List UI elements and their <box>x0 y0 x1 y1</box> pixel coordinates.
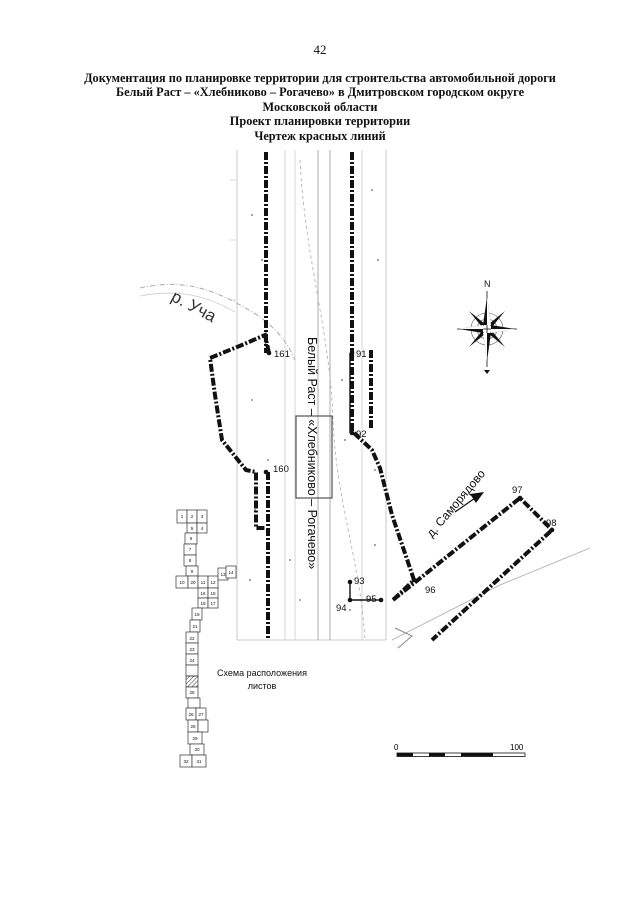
svg-text:10: 10 <box>179 580 185 585</box>
svg-text:30: 30 <box>194 747 200 752</box>
point-marker-91 <box>349 350 355 356</box>
svg-text:19: 19 <box>194 612 200 617</box>
point-label-96: 96 <box>425 585 436 596</box>
point-marker-93 <box>347 579 353 585</box>
point-label-91: 91 <box>356 349 367 360</box>
north-label: N <box>484 279 491 289</box>
point-label-94: 94 <box>336 603 347 614</box>
scale-start: 0 <box>394 743 399 752</box>
svg-text:3: 3 <box>201 514 204 519</box>
svg-text:6: 6 <box>190 536 193 541</box>
svg-text:20: 20 <box>190 580 196 585</box>
svg-text:8: 8 <box>189 558 192 563</box>
svg-text:26: 26 <box>188 712 194 717</box>
point-marker-161 <box>266 350 272 356</box>
document-title: Документация по планировке территории дл… <box>60 71 580 143</box>
village-label: д. Саморядово <box>424 467 489 540</box>
river-line <box>139 283 296 361</box>
point-marker-94 <box>347 597 353 603</box>
svg-text:25: 25 <box>189 690 195 695</box>
point-label-97: 97 <box>512 485 523 496</box>
sheet-scheme-caption-line-2: листов <box>248 681 277 691</box>
point-label-160: 160 <box>273 464 289 475</box>
svg-text:17: 17 <box>210 601 216 606</box>
svg-text:14: 14 <box>228 570 234 575</box>
sheet-layout-scheme <box>175 509 237 768</box>
title-line-3: Московской области <box>262 99 378 114</box>
point-marker-92 <box>349 430 355 436</box>
svg-text:22: 22 <box>189 636 195 641</box>
svg-text:2: 2 <box>191 514 194 519</box>
svg-text:23: 23 <box>189 647 195 652</box>
road-corridor <box>230 150 366 641</box>
title-line-2: Белый Раст – «Хлебниково – Рогачево» в Д… <box>115 85 525 100</box>
point-label-98: 98 <box>546 518 557 529</box>
svg-text:9: 9 <box>191 569 194 574</box>
svg-text:11: 11 <box>201 580 206 585</box>
svg-text:32: 32 <box>183 759 189 764</box>
svg-text:4: 4 <box>201 526 204 531</box>
svg-text:29: 29 <box>192 736 198 741</box>
svg-text:13: 13 <box>220 572 226 577</box>
svg-text:24: 24 <box>189 658 195 663</box>
title-line-4: Проект планировки территории <box>229 114 411 129</box>
point-marker-96 <box>411 577 417 583</box>
page-number: 42 <box>313 42 327 57</box>
svg-text:5: 5 <box>191 526 194 531</box>
point-links <box>349 353 381 601</box>
point-marker-98 <box>549 527 555 533</box>
segment-note: · · · · · · <box>523 505 536 518</box>
svg-text:1: 1 <box>181 514 184 519</box>
svg-text:7: 7 <box>189 547 192 552</box>
svg-text:15: 15 <box>210 591 216 596</box>
svg-text:31: 31 <box>196 759 202 764</box>
point-label-161: 161 <box>274 349 290 360</box>
red-lines <box>207 152 555 642</box>
point-label-92: 92 <box>356 429 367 440</box>
svg-text:16: 16 <box>200 591 206 596</box>
point-label-95: 95 <box>366 594 377 605</box>
north-arrow-icon <box>457 291 517 374</box>
point-marker-95 <box>378 597 384 603</box>
sheet-numbers: 1 2 3 4 5 6 7 8 9 10 11 12 13 14 15 16 1… <box>179 514 234 764</box>
map-area <box>139 150 591 649</box>
svg-text:12: 12 <box>210 580 216 585</box>
point-label-93: 93 <box>354 576 365 587</box>
title-line-1: Документация по планировке территории дл… <box>84 71 556 85</box>
title-line-5: Чертеж красных линий <box>254 128 386 143</box>
scale-bar <box>396 752 526 757</box>
svg-text:21: 21 <box>192 624 198 629</box>
sheet-scheme-caption-line-1: Схема расположения <box>217 668 307 678</box>
point-marker-97 <box>517 495 523 501</box>
direction-arrow-icon <box>454 492 484 513</box>
scale-end: 100 <box>510 743 524 752</box>
road-label: Белый Раст – «Хлебниково – Рогачево» <box>305 337 319 569</box>
map-points <box>263 350 555 603</box>
svg-text:27: 27 <box>198 712 204 717</box>
point-marker-160 <box>263 469 269 475</box>
svg-text:28: 28 <box>190 724 196 729</box>
svg-text:18: 18 <box>200 601 206 606</box>
river-label: р. Уча <box>168 287 220 327</box>
